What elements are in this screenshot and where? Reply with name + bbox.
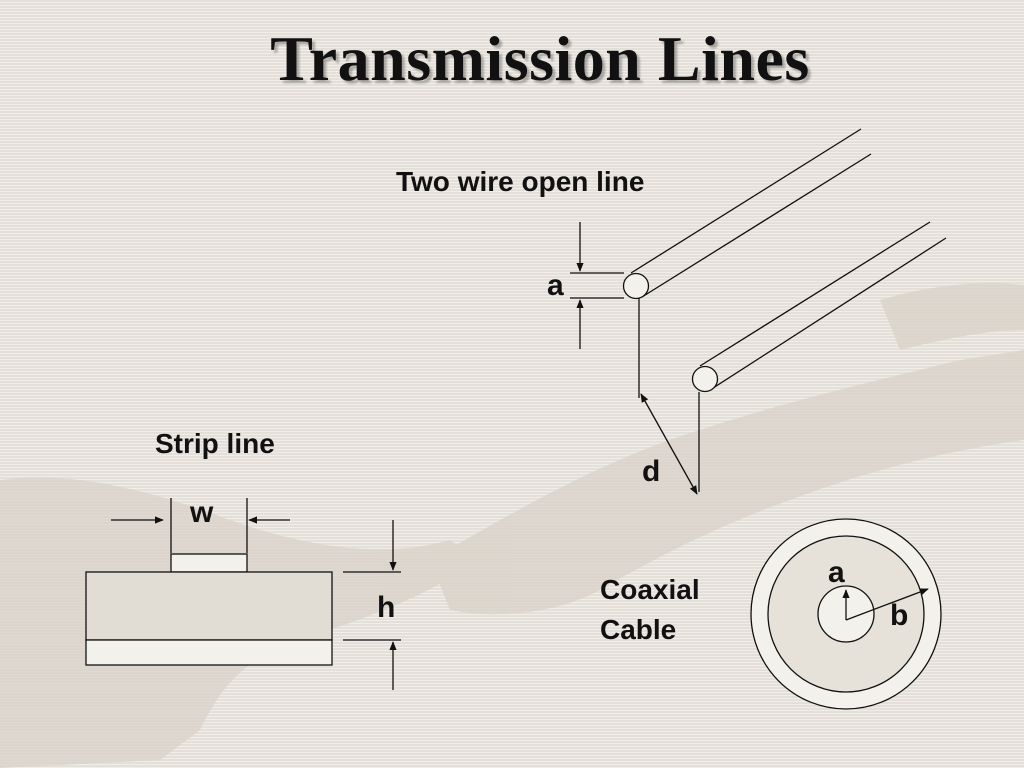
strip-width-label: w [190,496,214,529]
strip-line-caption: Strip line [155,428,275,459]
coax-b-arrow [845,588,929,621]
page-title: Transmission Lines [270,23,810,94]
coax-caption-line1: Coaxial [600,574,700,605]
wire1-end [622,272,650,300]
two-wire-radius-label: a [547,269,564,302]
strip-conductor [170,553,248,573]
strip-height-label: h [377,591,396,624]
two-wire-separation-label: d [642,455,661,488]
wire2-end [691,365,719,393]
strip-dielectric [85,571,333,641]
coax-outer-label: b [890,599,909,632]
coaxial-cable [750,518,942,710]
coax-caption-line2: Cable [600,614,677,645]
strip-line [85,498,401,690]
two-wire-caption: Two wire open line [396,166,645,197]
wire2-bottom-edge [709,237,947,391]
coax-inner-label: a [828,556,845,589]
d-arrow [640,393,698,495]
wire1-top-edge [630,128,862,274]
wire2-top-edge [699,221,931,367]
two-wire-line [570,128,947,495]
wire1-bottom-edge [641,153,872,298]
strip-ground-plane [85,639,333,666]
